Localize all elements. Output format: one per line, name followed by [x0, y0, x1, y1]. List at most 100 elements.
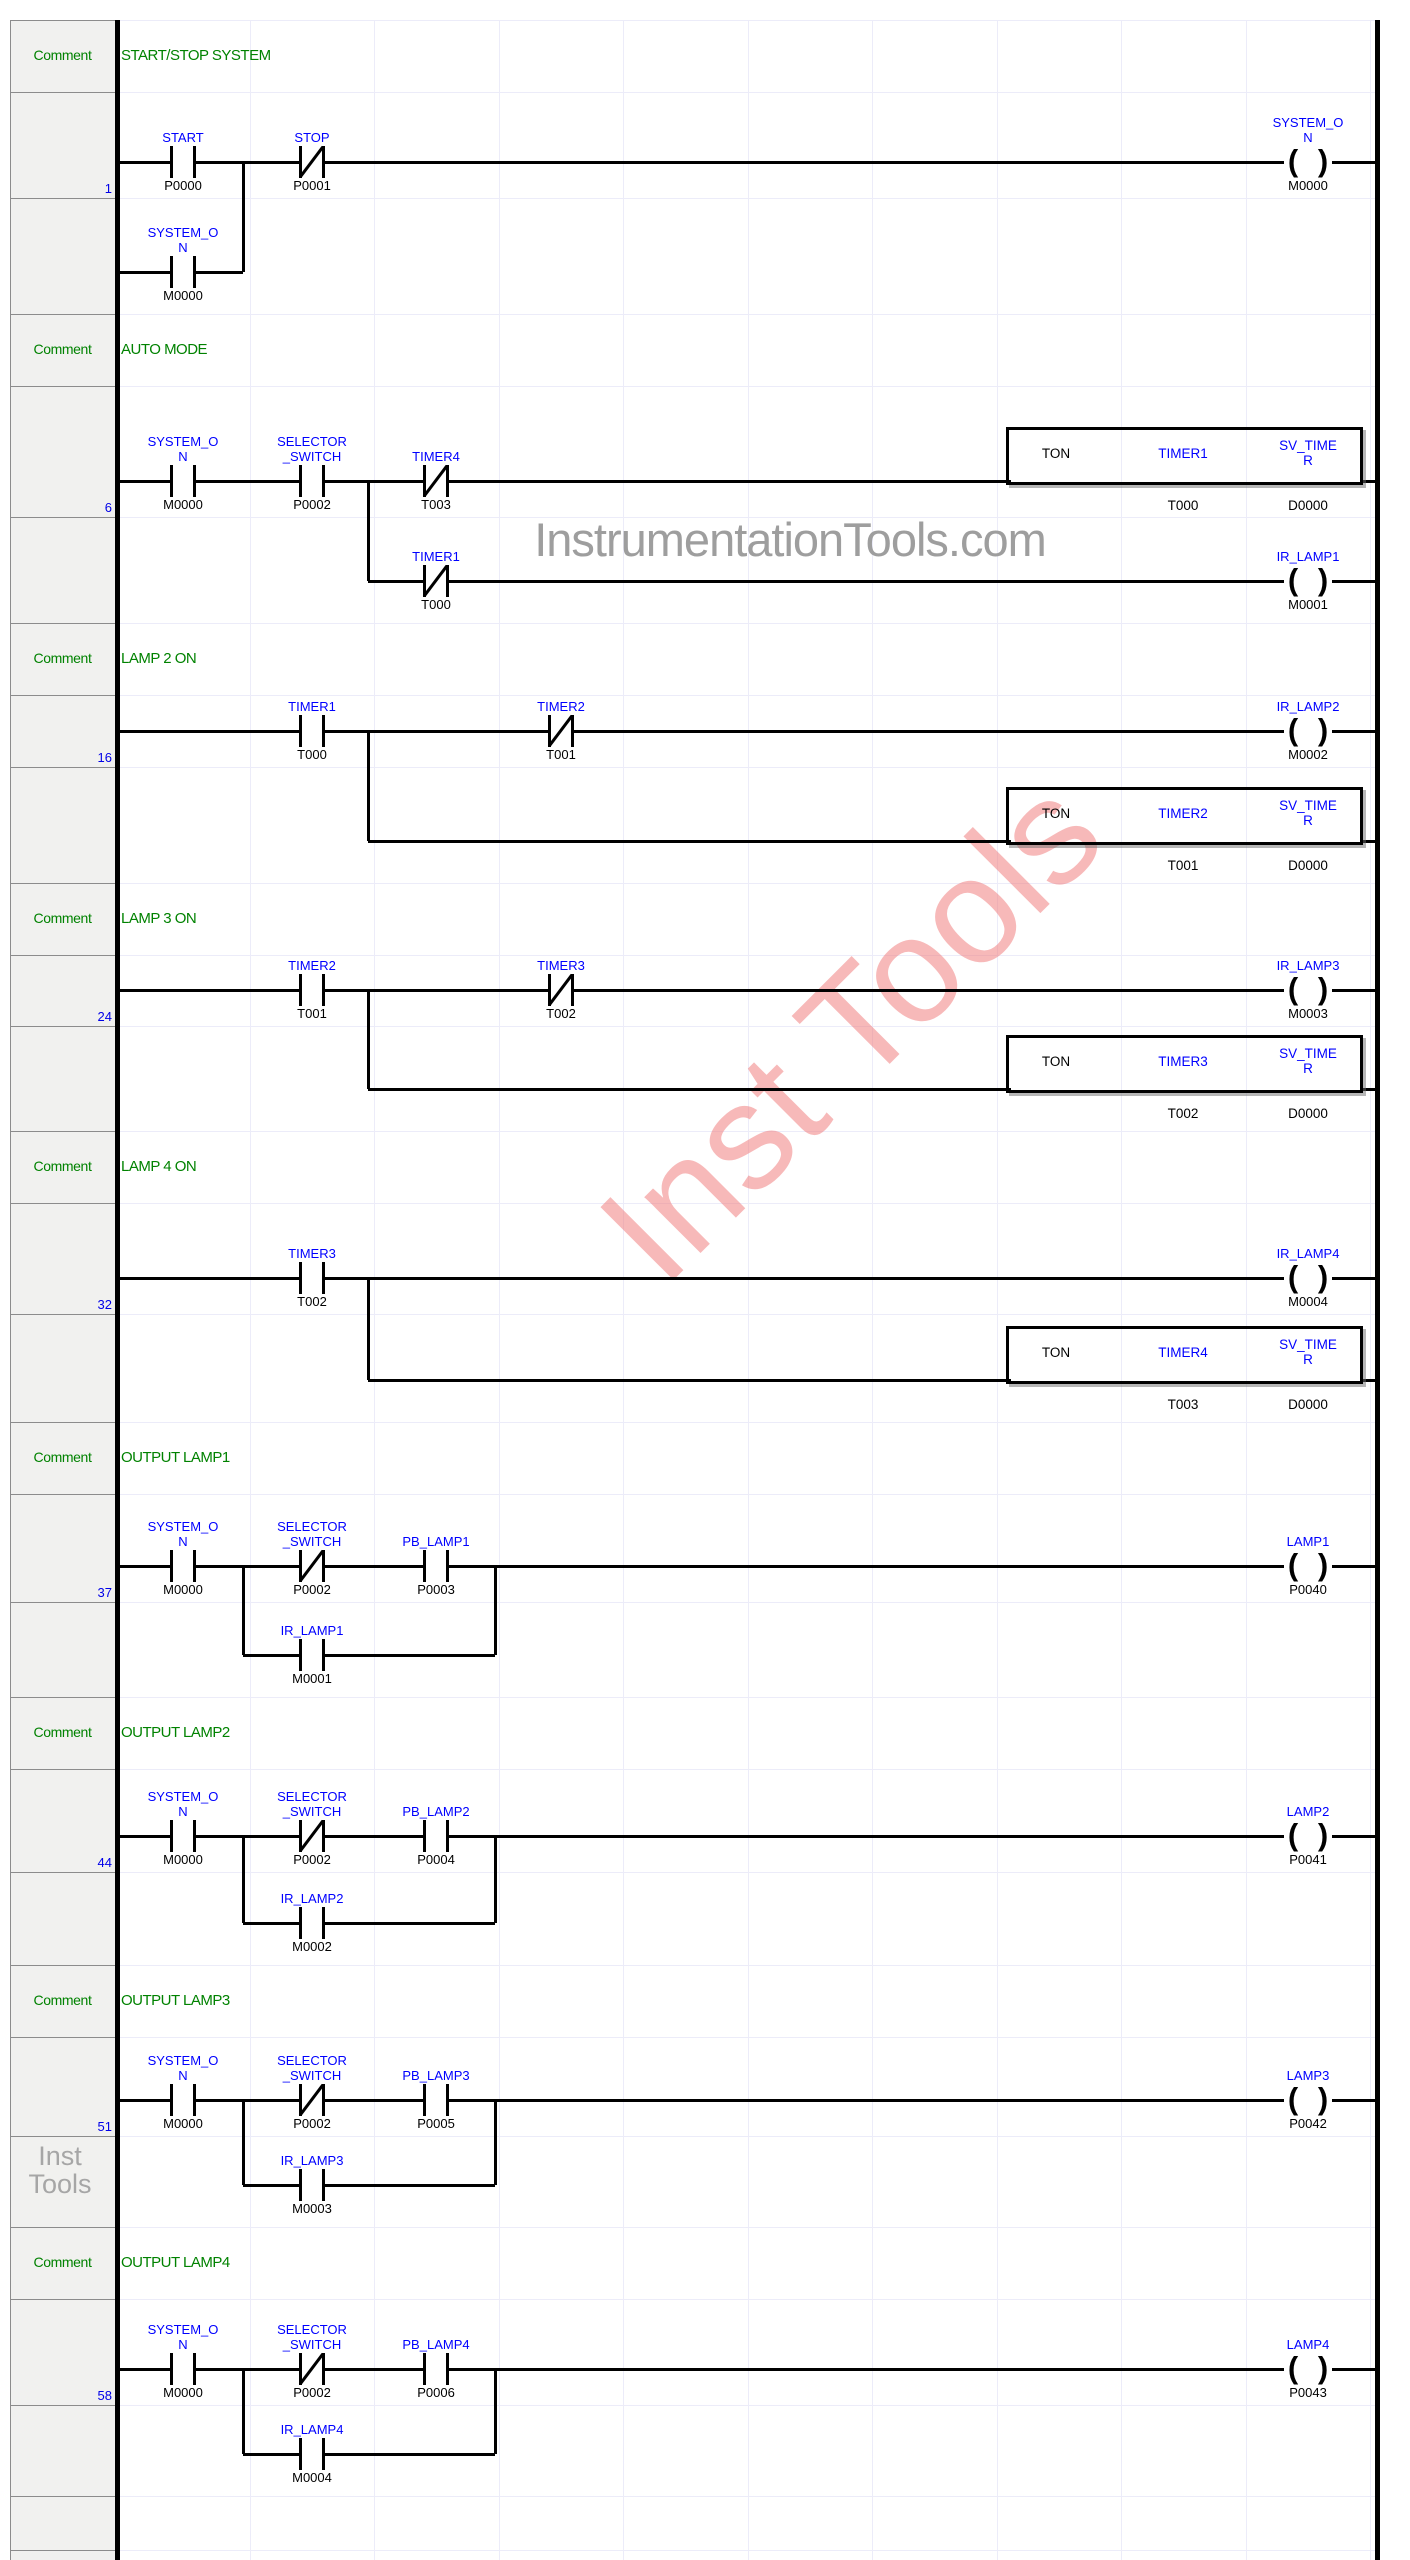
rung-comment[interactable]: LAMP 4 ON: [121, 1158, 197, 1175]
coil-LAMP2[interactable]: LAMP2()P0041: [1268, 1780, 1348, 1872]
coil-LAMP3[interactable]: LAMP3()P0042: [1268, 2044, 1348, 2136]
coil-left-paren-icon: (: [1287, 143, 1299, 178]
branch-riser-left: [241, 1836, 245, 1923]
contact-wire-gap: [302, 1275, 322, 1282]
margin-comment-cell[interactable]: Comment: [33, 2254, 92, 2270]
contact-pipe-right: [322, 146, 325, 178]
margin-comment-cell[interactable]: Comment: [33, 910, 92, 926]
contact-pipe-left: [299, 2438, 302, 2470]
rung-comment[interactable]: OUTPUT LAMP2: [121, 1724, 230, 1741]
contact-address: M0002: [292, 1939, 332, 1954]
margin-comment-cell[interactable]: Comment: [33, 47, 92, 63]
contact-wire-gap: [173, 2097, 193, 2104]
coil-IR_LAMP1[interactable]: IR_LAMP1()M0001: [1268, 525, 1348, 617]
branch-riser-right: [493, 2369, 497, 2454]
contact-tag-label: IR_LAMP2: [280, 1891, 344, 1906]
ton-timer-name: TIMER4: [1158, 1345, 1208, 1360]
ton-timer-operand: T002: [1167, 1106, 1199, 1121]
coil-IR_LAMP2[interactable]: IR_LAMP2()M0002: [1268, 675, 1348, 767]
rung-number: 32: [97, 1297, 112, 1312]
contact-address: T003: [421, 497, 451, 512]
grid-hline: [117, 1131, 1377, 1132]
branch-wire: [368, 579, 1377, 583]
rung-comment[interactable]: START/STOP SYSTEM: [121, 47, 271, 64]
ton-sv-operand: D0000: [1288, 858, 1328, 873]
rung-comment[interactable]: AUTO MODE: [121, 341, 208, 358]
contact-tag-label: PB_LAMP1: [402, 1534, 470, 1549]
rung-comment[interactable]: OUTPUT LAMP3: [121, 1992, 230, 2009]
contact-wire-gap: [426, 1563, 446, 1570]
contact-pipe-left: [299, 1907, 302, 1939]
rung-comment[interactable]: OUTPUT LAMP1: [121, 1449, 230, 1466]
margin-comment-cell[interactable]: Comment: [33, 1992, 92, 2008]
coil-IR_LAMP3[interactable]: IR_LAMP3()M0003: [1268, 934, 1348, 1026]
ton-sv-operand: D0000: [1288, 1106, 1328, 1121]
margin-comment-cell[interactable]: Comment: [33, 1724, 92, 1740]
margin-separator: [10, 92, 117, 93]
contact-pipe-left: [548, 715, 551, 747]
rung-comment[interactable]: OUTPUT LAMP4: [121, 2254, 230, 2271]
margin-comment-cell[interactable]: Comment: [33, 650, 92, 666]
left-power-rail: [115, 20, 120, 2560]
margin-comment-cell[interactable]: Comment: [33, 1158, 92, 1174]
rung-comment[interactable]: LAMP 3 ON: [121, 910, 197, 927]
branch-riser: [366, 481, 370, 581]
coil-SYSTEM_ON[interactable]: SYSTEM_ON()M0000: [1268, 106, 1348, 198]
margin-comment-cell[interactable]: Comment: [33, 1449, 92, 1465]
coil-IR_LAMP4[interactable]: IR_LAMP4()M0004: [1268, 1222, 1348, 1314]
coil-tag-label: LAMP1: [1286, 1534, 1330, 1549]
contact-pipe-right: [322, 2353, 325, 2385]
contact-pipe-left: [423, 2353, 426, 2385]
margin-separator: [10, 883, 117, 884]
contact-pipe-right: [322, 715, 325, 747]
rung-comment[interactable]: LAMP 2 ON: [121, 650, 197, 667]
coil-LAMP4[interactable]: LAMP4()P0043: [1268, 2313, 1348, 2405]
contact-address: P0003: [417, 1582, 455, 1597]
contact-address: M0001: [292, 1671, 332, 1686]
coil-LAMP1[interactable]: LAMP1()P0040: [1268, 1510, 1348, 1602]
grid-hline: [117, 1314, 1377, 1315]
coil-address: P0042: [1289, 2116, 1327, 2131]
contact-pipe-right: [571, 715, 574, 747]
rung-main-wire: [117, 160, 1377, 164]
branch-riser: [366, 990, 370, 1089]
margin-comment-cell[interactable]: Comment: [33, 341, 92, 357]
rung-main-wire: [117, 479, 1011, 483]
coil-tag-label: IR_LAMP3: [1276, 958, 1340, 973]
contact-address: T001: [546, 747, 576, 762]
coil-right-paren-icon: ): [1317, 2081, 1329, 2116]
